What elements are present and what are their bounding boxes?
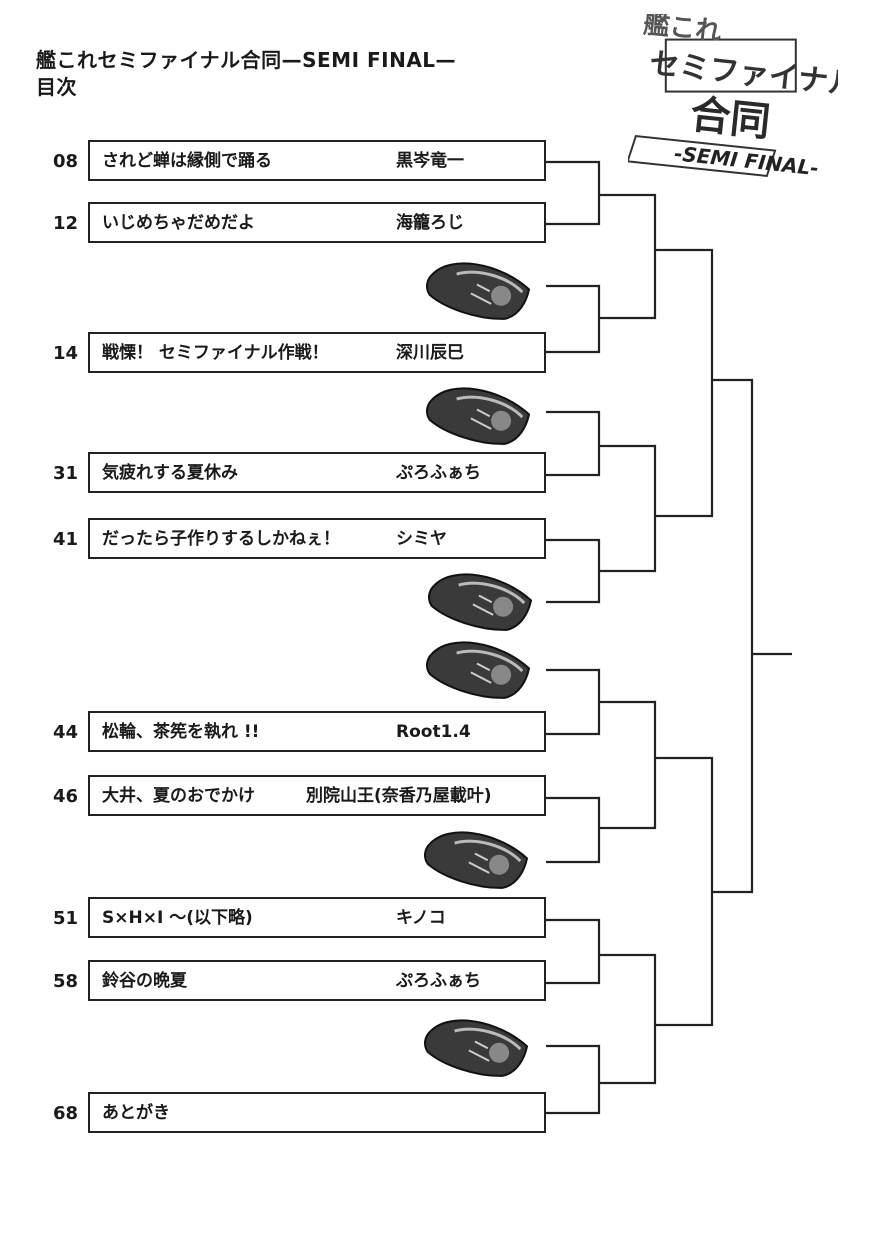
entry-author: ぷろふぁち bbox=[396, 971, 481, 991]
entry-author: ぷろふぁち bbox=[396, 463, 481, 483]
cicada-icon bbox=[424, 1019, 529, 1077]
entry-title: されど蝉は縁側で踊る bbox=[102, 151, 272, 171]
toc-entry[interactable]: 気疲れする夏休み ぷろふぁち bbox=[88, 452, 546, 493]
entry-title: S×H×I 〜(以下略) bbox=[102, 908, 253, 928]
entry-author: 黒岑竜一 bbox=[396, 151, 464, 171]
page-number: 58 bbox=[52, 971, 78, 992]
page-subtitle: 目次 bbox=[36, 75, 77, 99]
page-title: 艦これセミファイナル合同—SEMI FINAL— bbox=[36, 48, 457, 72]
entry-title: 鈴谷の晩夏 bbox=[102, 971, 187, 991]
entry-title: 戦慄！ セミファイナル作戦！ bbox=[102, 343, 329, 363]
entry-title: いじめちゃだめだよ bbox=[102, 213, 255, 233]
entry-author: シミヤ bbox=[396, 529, 447, 549]
cicada-icon bbox=[426, 262, 531, 320]
toc-entry[interactable]: されど蝉は縁側で踊る 黒岑竜一 bbox=[88, 140, 546, 181]
entry-title: 気疲れする夏休み bbox=[102, 463, 238, 483]
entry-author: Root1.4 bbox=[396, 722, 471, 742]
entry-title: 松輪、茶筅を執れ !! bbox=[102, 722, 260, 742]
cicada-icon bbox=[424, 831, 529, 889]
toc-entry[interactable]: だったら子作りするしかねぇ！ シミヤ bbox=[88, 518, 546, 559]
entry-author: キノコ bbox=[396, 908, 446, 928]
page-number: 31 bbox=[52, 463, 78, 484]
toc-entry[interactable]: 戦慄！ セミファイナル作戦！ 深川辰巳 bbox=[88, 332, 546, 373]
cicada-icon bbox=[426, 641, 531, 699]
toc-entry[interactable]: 鈴谷の晩夏 ぷろふぁち bbox=[88, 960, 546, 1001]
page-number: 12 bbox=[52, 213, 78, 234]
entry-title: あとがき bbox=[102, 1103, 170, 1123]
page-number: 44 bbox=[52, 722, 78, 743]
page-number: 46 bbox=[52, 786, 78, 807]
entry-author: 海籠ろじ bbox=[396, 213, 464, 233]
page-number: 41 bbox=[52, 529, 78, 550]
page-number: 68 bbox=[52, 1103, 78, 1124]
page-number: 08 bbox=[52, 151, 78, 172]
entry-title: 大井、夏のおでかけ bbox=[102, 786, 255, 806]
entry-author: 別院山王(奈香乃屋載叶) bbox=[306, 786, 492, 806]
toc-entry[interactable]: あとがき bbox=[88, 1092, 546, 1133]
page-number: 14 bbox=[52, 343, 78, 364]
semi-final-logo: 艦これ セミファイナル 合同 -SEMI FINAL- bbox=[628, 14, 838, 180]
cicada-icon bbox=[428, 573, 533, 631]
toc-entry[interactable]: 松輪、茶筅を執れ !! Root1.4 bbox=[88, 711, 546, 752]
entry-title: だったら子作りするしかねぇ！ bbox=[102, 529, 340, 549]
toc-entry[interactable]: 大井、夏のおでかけ 別院山王(奈香乃屋載叶) bbox=[88, 775, 546, 816]
page-number: 51 bbox=[52, 908, 78, 929]
cicada-icon bbox=[426, 387, 531, 445]
toc-entry[interactable]: いじめちゃだめだよ 海籠ろじ bbox=[88, 202, 546, 243]
toc-entry[interactable]: S×H×I 〜(以下略) キノコ bbox=[88, 897, 546, 938]
entry-author: 深川辰巳 bbox=[396, 343, 464, 363]
logo-line-3: 合同 bbox=[688, 92, 772, 146]
